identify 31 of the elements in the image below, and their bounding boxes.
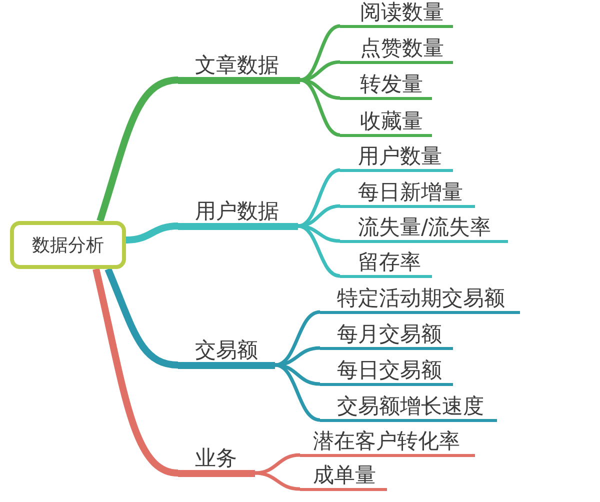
branch-topic: 业务 <box>178 446 255 476</box>
branch-line <box>126 222 178 244</box>
branch-line <box>298 204 340 228</box>
subtopic: 每日新增量 <box>340 180 475 208</box>
subtopic: 转发量 <box>340 72 432 100</box>
subtopic: 收藏量 <box>340 109 432 137</box>
branch-line <box>104 268 178 368</box>
subtopic: 交易额增长速度 <box>320 394 497 422</box>
branch-topic: 用户数据 <box>178 198 298 230</box>
branch-line <box>300 60 340 82</box>
branch-line <box>96 76 178 222</box>
subtopic: 点赞数量 <box>340 36 453 64</box>
branch-topic: 文章数据 <box>178 52 300 84</box>
branch-line <box>274 363 320 422</box>
subtopic: 每日交易额 <box>320 358 453 386</box>
subtopic: 潜在客户转化率 <box>300 429 475 457</box>
subtopic: 流失量/流失率 <box>340 215 508 243</box>
subtopic: 特定活动期交易额 <box>320 286 520 314</box>
subtopic: 阅读数量 <box>340 0 453 28</box>
central-topic-box: 数据分析 <box>10 221 126 269</box>
branch-line <box>254 471 300 491</box>
branch-line <box>274 346 320 367</box>
branch-line <box>300 78 340 137</box>
subtopic: 用户数量 <box>340 144 453 172</box>
branch-topic: 交易额 <box>178 338 275 368</box>
subtopic: 每月交易额 <box>320 322 453 350</box>
branch-line <box>254 453 300 475</box>
branch-line <box>92 268 179 476</box>
subtopic: 留存率 <box>340 250 432 278</box>
branch-line <box>298 224 340 278</box>
subtopic: 成单量 <box>300 463 387 491</box>
